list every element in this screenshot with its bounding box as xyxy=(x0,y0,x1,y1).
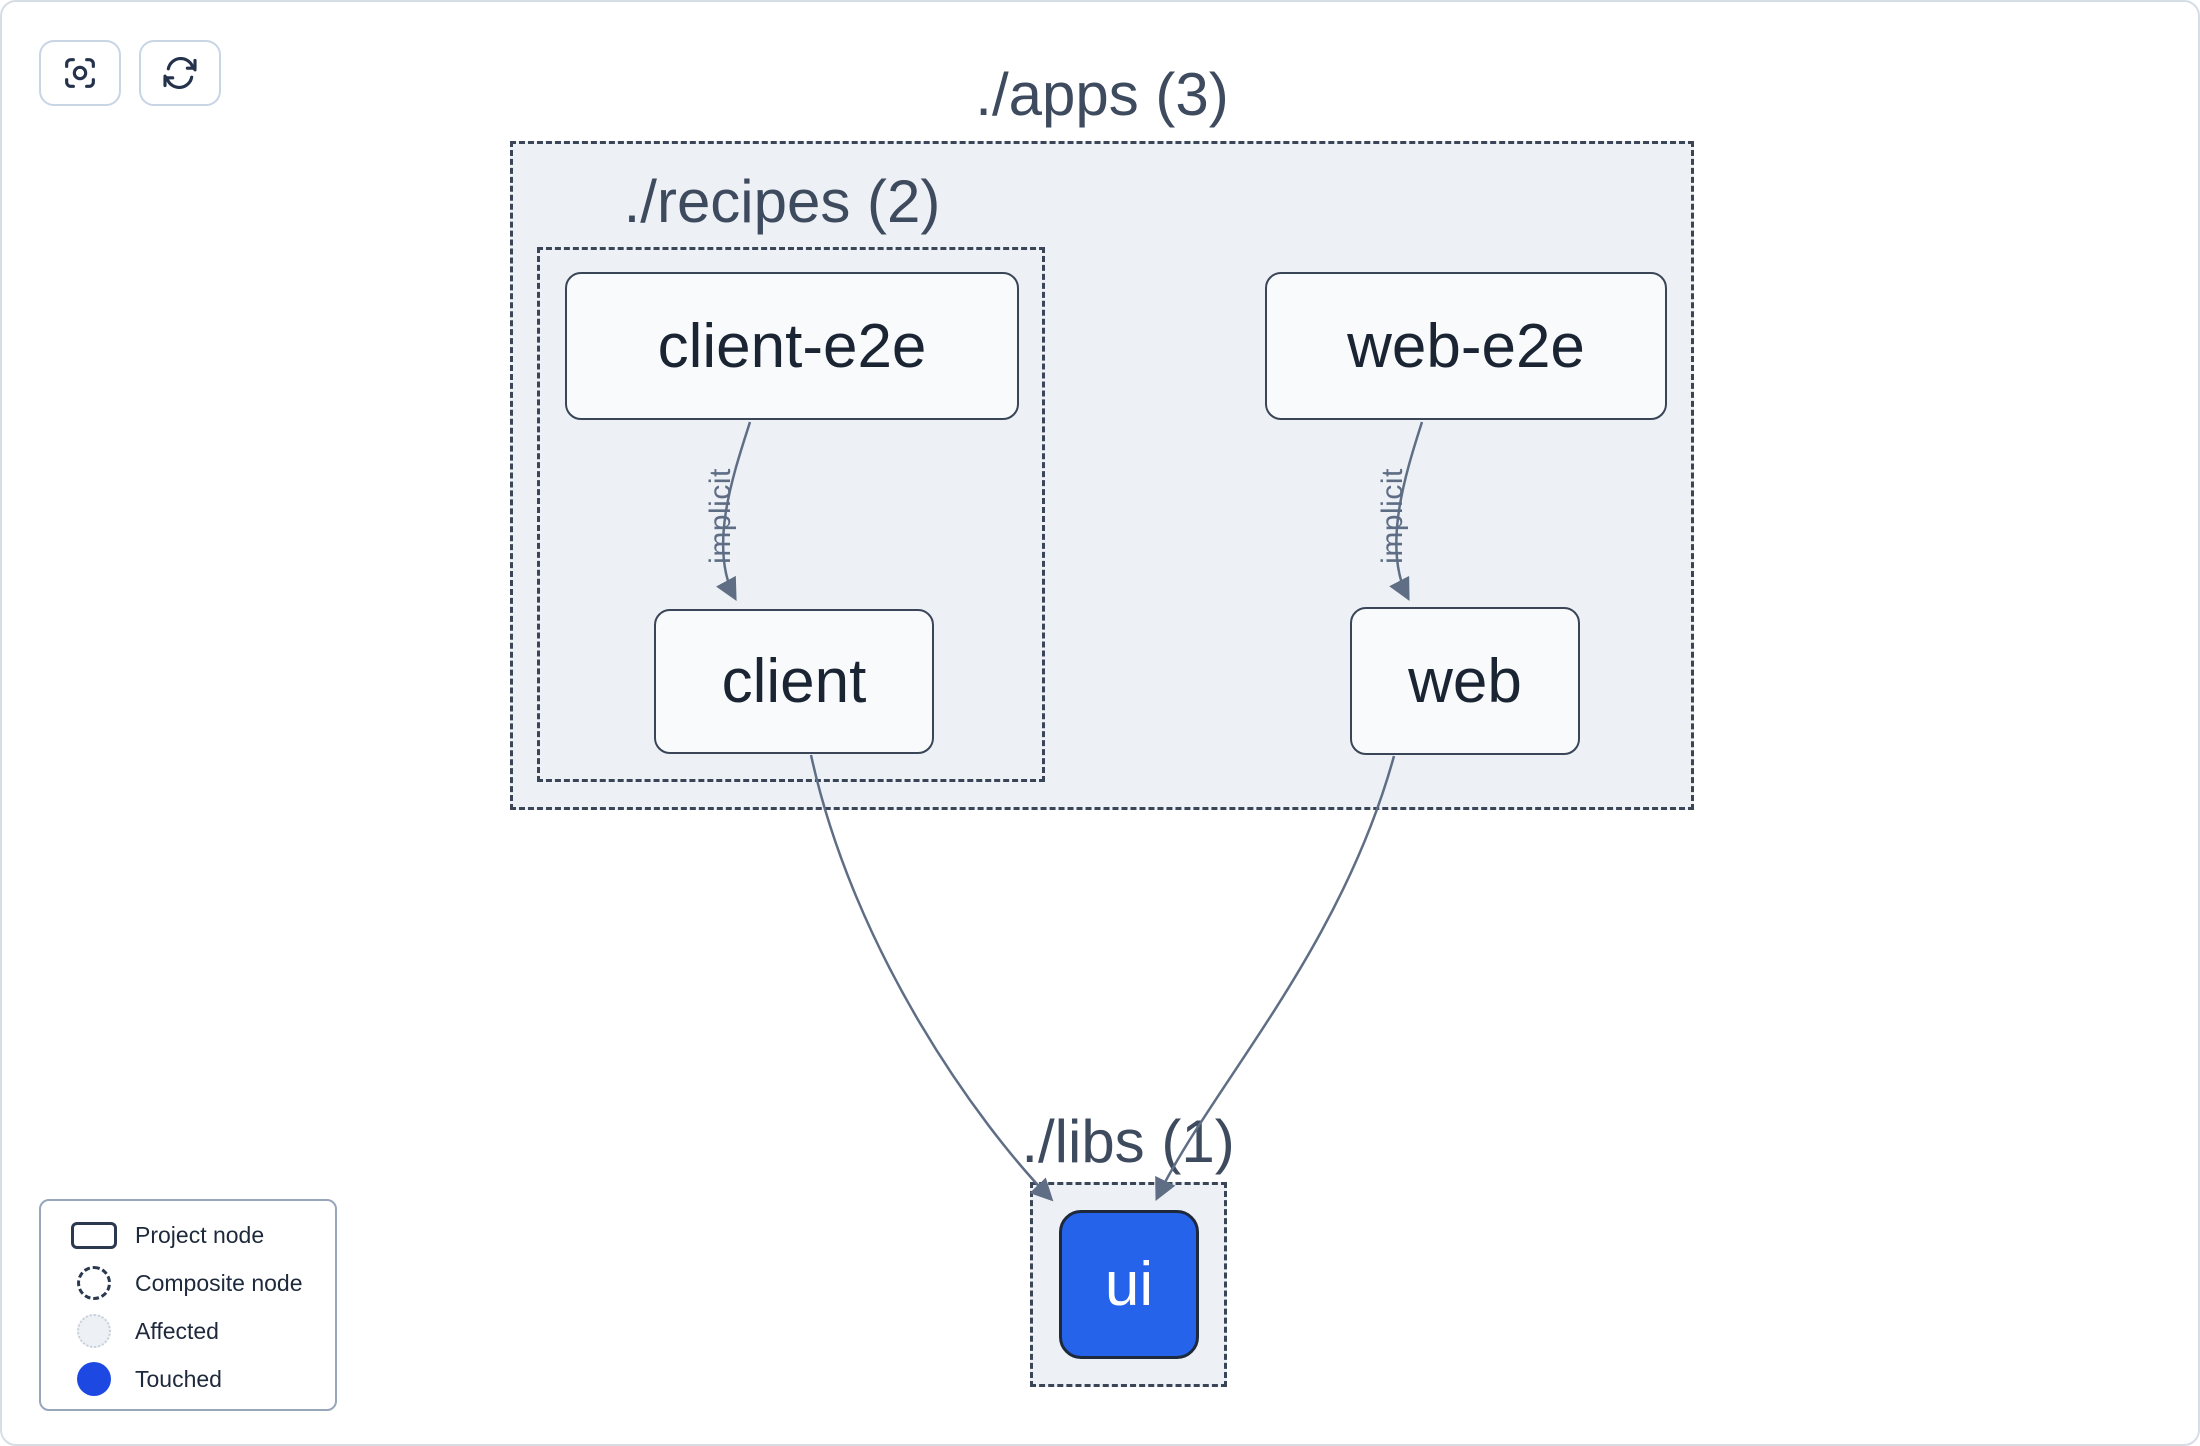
project-node-client[interactable]: client xyxy=(654,609,934,754)
refresh-icon xyxy=(160,53,200,93)
legend-item-composite-node: Composite node xyxy=(41,1259,335,1307)
node-label: client-e2e xyxy=(657,311,927,381)
edge-label-implicit-client: implicit xyxy=(704,468,737,564)
project-node-swatch-icon xyxy=(71,1221,117,1249)
focus-button[interactable] xyxy=(39,40,121,106)
node-label: web-e2e xyxy=(1347,311,1585,381)
edge-client-to-ui[interactable] xyxy=(809,754,1054,1202)
node-label: web xyxy=(1408,646,1522,716)
focus-icon xyxy=(60,53,100,93)
edge-web-e2e-to-web[interactable] xyxy=(1389,421,1424,601)
affected-swatch-icon xyxy=(77,1314,111,1348)
legend-item-affected: Affected xyxy=(41,1307,335,1355)
edge-web-to-ui[interactable] xyxy=(1155,755,1396,1202)
graph-legend: Project node Composite node Affected Tou… xyxy=(39,1199,337,1411)
project-node-web[interactable]: web xyxy=(1350,607,1580,755)
node-label: ui xyxy=(1104,1250,1154,1319)
graph-toolbar xyxy=(39,40,221,106)
project-node-web-e2e[interactable]: web-e2e xyxy=(1265,272,1667,420)
group-label-apps: ./apps (3) xyxy=(975,61,1229,128)
edge-label-implicit-web: implicit xyxy=(1376,468,1409,564)
legend-label: Composite node xyxy=(135,1269,303,1296)
group-label-libs: ./libs (1) xyxy=(1021,1108,1235,1175)
legend-label: Project node xyxy=(135,1221,265,1248)
legend-item-project-node: Project node xyxy=(41,1211,335,1259)
legend-label: Affected xyxy=(135,1317,219,1344)
refresh-button[interactable] xyxy=(139,40,221,106)
legend-label: Touched xyxy=(135,1365,222,1392)
node-label: client xyxy=(721,647,867,716)
touched-swatch-icon xyxy=(77,1362,111,1396)
project-node-ui-touched[interactable]: ui xyxy=(1059,1210,1199,1359)
legend-item-touched: Touched xyxy=(41,1355,335,1403)
group-label-recipes: ./recipes (2) xyxy=(623,168,941,235)
edge-client-e2e-to-client[interactable] xyxy=(716,421,752,601)
composite-node-swatch-icon xyxy=(77,1266,111,1300)
project-node-client-e2e[interactable]: client-e2e xyxy=(565,272,1019,420)
